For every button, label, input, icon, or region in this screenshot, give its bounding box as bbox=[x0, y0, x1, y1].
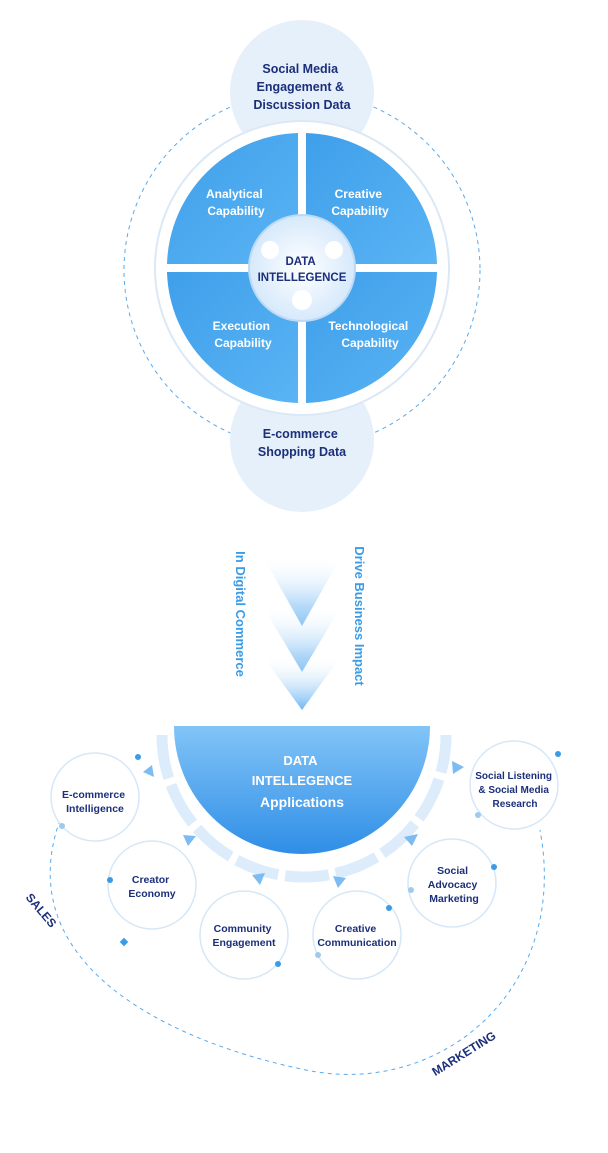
core-bubble bbox=[261, 241, 279, 259]
execution-label: Capability bbox=[214, 336, 272, 350]
outer-dashed-orbit bbox=[123, 91, 481, 449]
arrow-icon bbox=[252, 873, 265, 885]
analytical-label: Analytical bbox=[206, 187, 263, 201]
app-social-listening bbox=[469, 740, 561, 830]
app-social-advocacy bbox=[407, 838, 497, 928]
app-creative-communication bbox=[312, 890, 402, 980]
arrow-icon bbox=[333, 876, 346, 888]
app-label: Intelligence bbox=[66, 803, 124, 815]
app-label: Marketing bbox=[429, 893, 479, 905]
creative-label: Creative bbox=[335, 187, 383, 201]
ecommerce-data-label: E-commerce bbox=[263, 427, 338, 441]
svg-text:Social Listening & Social: Social Listening & Social Media Research bbox=[475, 771, 554, 810]
outer-dashed-arc bbox=[49, 819, 545, 1075]
creative-label: Capability bbox=[331, 204, 389, 218]
svg-text:Execution Capability: Execution Capability bbox=[213, 319, 274, 350]
core-label: INTELLEGENCE bbox=[258, 272, 347, 284]
app-label: Research bbox=[492, 799, 537, 810]
chevron-down-icon bbox=[262, 555, 342, 626]
svg-text:Social Advocacy Market: Social Advocacy Marketing bbox=[428, 865, 481, 905]
svg-text:DATA INTELLEGENCE: DATA INTELLEGENCE bbox=[252, 753, 353, 788]
social-data-label: Social Media bbox=[262, 62, 339, 76]
svg-text:Creative Capability: Creative Capability bbox=[331, 187, 389, 218]
core-label: DATA bbox=[285, 256, 315, 268]
svg-text:Community Engagement: Community Engagement bbox=[212, 923, 276, 949]
svg-text:Creator Economy: Creator Economy bbox=[128, 874, 175, 900]
marketing-label: MARKETING bbox=[429, 1028, 498, 1078]
core-circle bbox=[248, 214, 356, 322]
app-label: & Social Media bbox=[478, 785, 549, 796]
hub-label: DATA bbox=[283, 753, 318, 768]
arrow-icon bbox=[404, 834, 418, 846]
core-bubble bbox=[325, 241, 343, 259]
svg-text:Analytical Capability: Analytical Capability bbox=[206, 187, 266, 218]
social-data-label: Engagement & bbox=[257, 80, 345, 94]
hub-label: INTELLEGENCE bbox=[252, 773, 353, 788]
hub-label: Applications bbox=[260, 794, 344, 810]
applications-hub bbox=[174, 726, 430, 854]
social-data-label: Discussion Data bbox=[253, 98, 351, 112]
app-ecommerce-intelligence bbox=[50, 752, 141, 842]
svg-text:E-commerce Intelligence: E-commerce Intelligence bbox=[62, 789, 128, 815]
arrow-icon bbox=[183, 835, 196, 846]
sales-label: SALES bbox=[23, 891, 59, 931]
svg-text:Creative Communication: Creative Communication bbox=[317, 923, 396, 949]
ecommerce-data-label: Shopping Data bbox=[258, 445, 347, 459]
in-digital-commerce-label: In Digital Commerce bbox=[233, 551, 248, 677]
app-community-engagement bbox=[199, 890, 289, 980]
hub-segment-ring bbox=[156, 734, 452, 883]
chevron-down-icon bbox=[262, 655, 342, 710]
app-creator-economy bbox=[107, 840, 197, 930]
app-label: Creative bbox=[335, 923, 377, 935]
svg-text:Social Media Engagement &: Social Media Engagement & Discussion Dat… bbox=[253, 62, 351, 112]
app-label: E-commerce bbox=[62, 789, 125, 801]
technological-label: Technological bbox=[328, 319, 408, 333]
core-bubble bbox=[292, 290, 312, 310]
svg-text:Technological Capability: Technological Capability bbox=[328, 319, 411, 350]
app-label: Engagement bbox=[212, 937, 276, 949]
execution-label: Execution bbox=[213, 319, 270, 333]
app-label: Advocacy bbox=[428, 879, 478, 891]
svg-text:E-commerce Shopping Data: E-commerce Shopping Data bbox=[258, 427, 347, 459]
drive-business-impact-label: Drive Business Impact bbox=[352, 546, 367, 686]
analytical-label: Capability bbox=[207, 204, 265, 218]
app-label: Creator bbox=[132, 874, 169, 886]
app-label: Social bbox=[437, 865, 468, 877]
arrow-icon bbox=[452, 761, 464, 774]
arrow-icon bbox=[143, 765, 154, 777]
sales-marker bbox=[119, 937, 129, 947]
app-label: Communication bbox=[317, 937, 396, 949]
app-label: Economy bbox=[128, 888, 175, 900]
app-label: Social Listening bbox=[475, 771, 552, 782]
chevron-down-icon bbox=[262, 605, 342, 672]
svg-text:DATA INTELLEGENCE: DATA INTELLEGENCE bbox=[258, 256, 347, 284]
app-label: Community bbox=[214, 923, 272, 935]
technological-label: Capability bbox=[341, 336, 399, 350]
